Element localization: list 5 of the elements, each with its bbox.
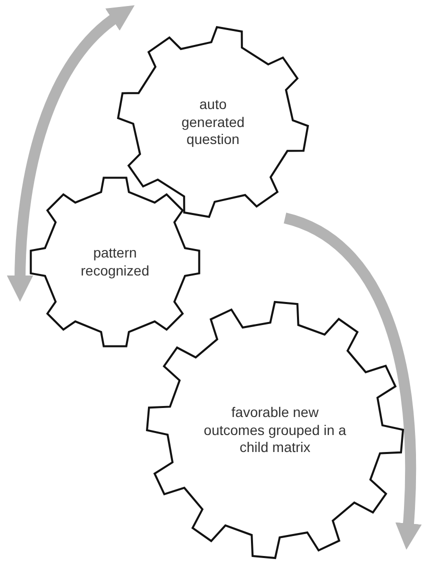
- gear-label: auto generated question: [180, 96, 246, 148]
- curved-arrow: [283, 212, 422, 550]
- curved-arrow: [6, 4, 134, 302]
- gear-label: favorable new outcomes grouped in a child matrix: [202, 404, 348, 456]
- gear-label: pattern recognized: [80, 244, 150, 280]
